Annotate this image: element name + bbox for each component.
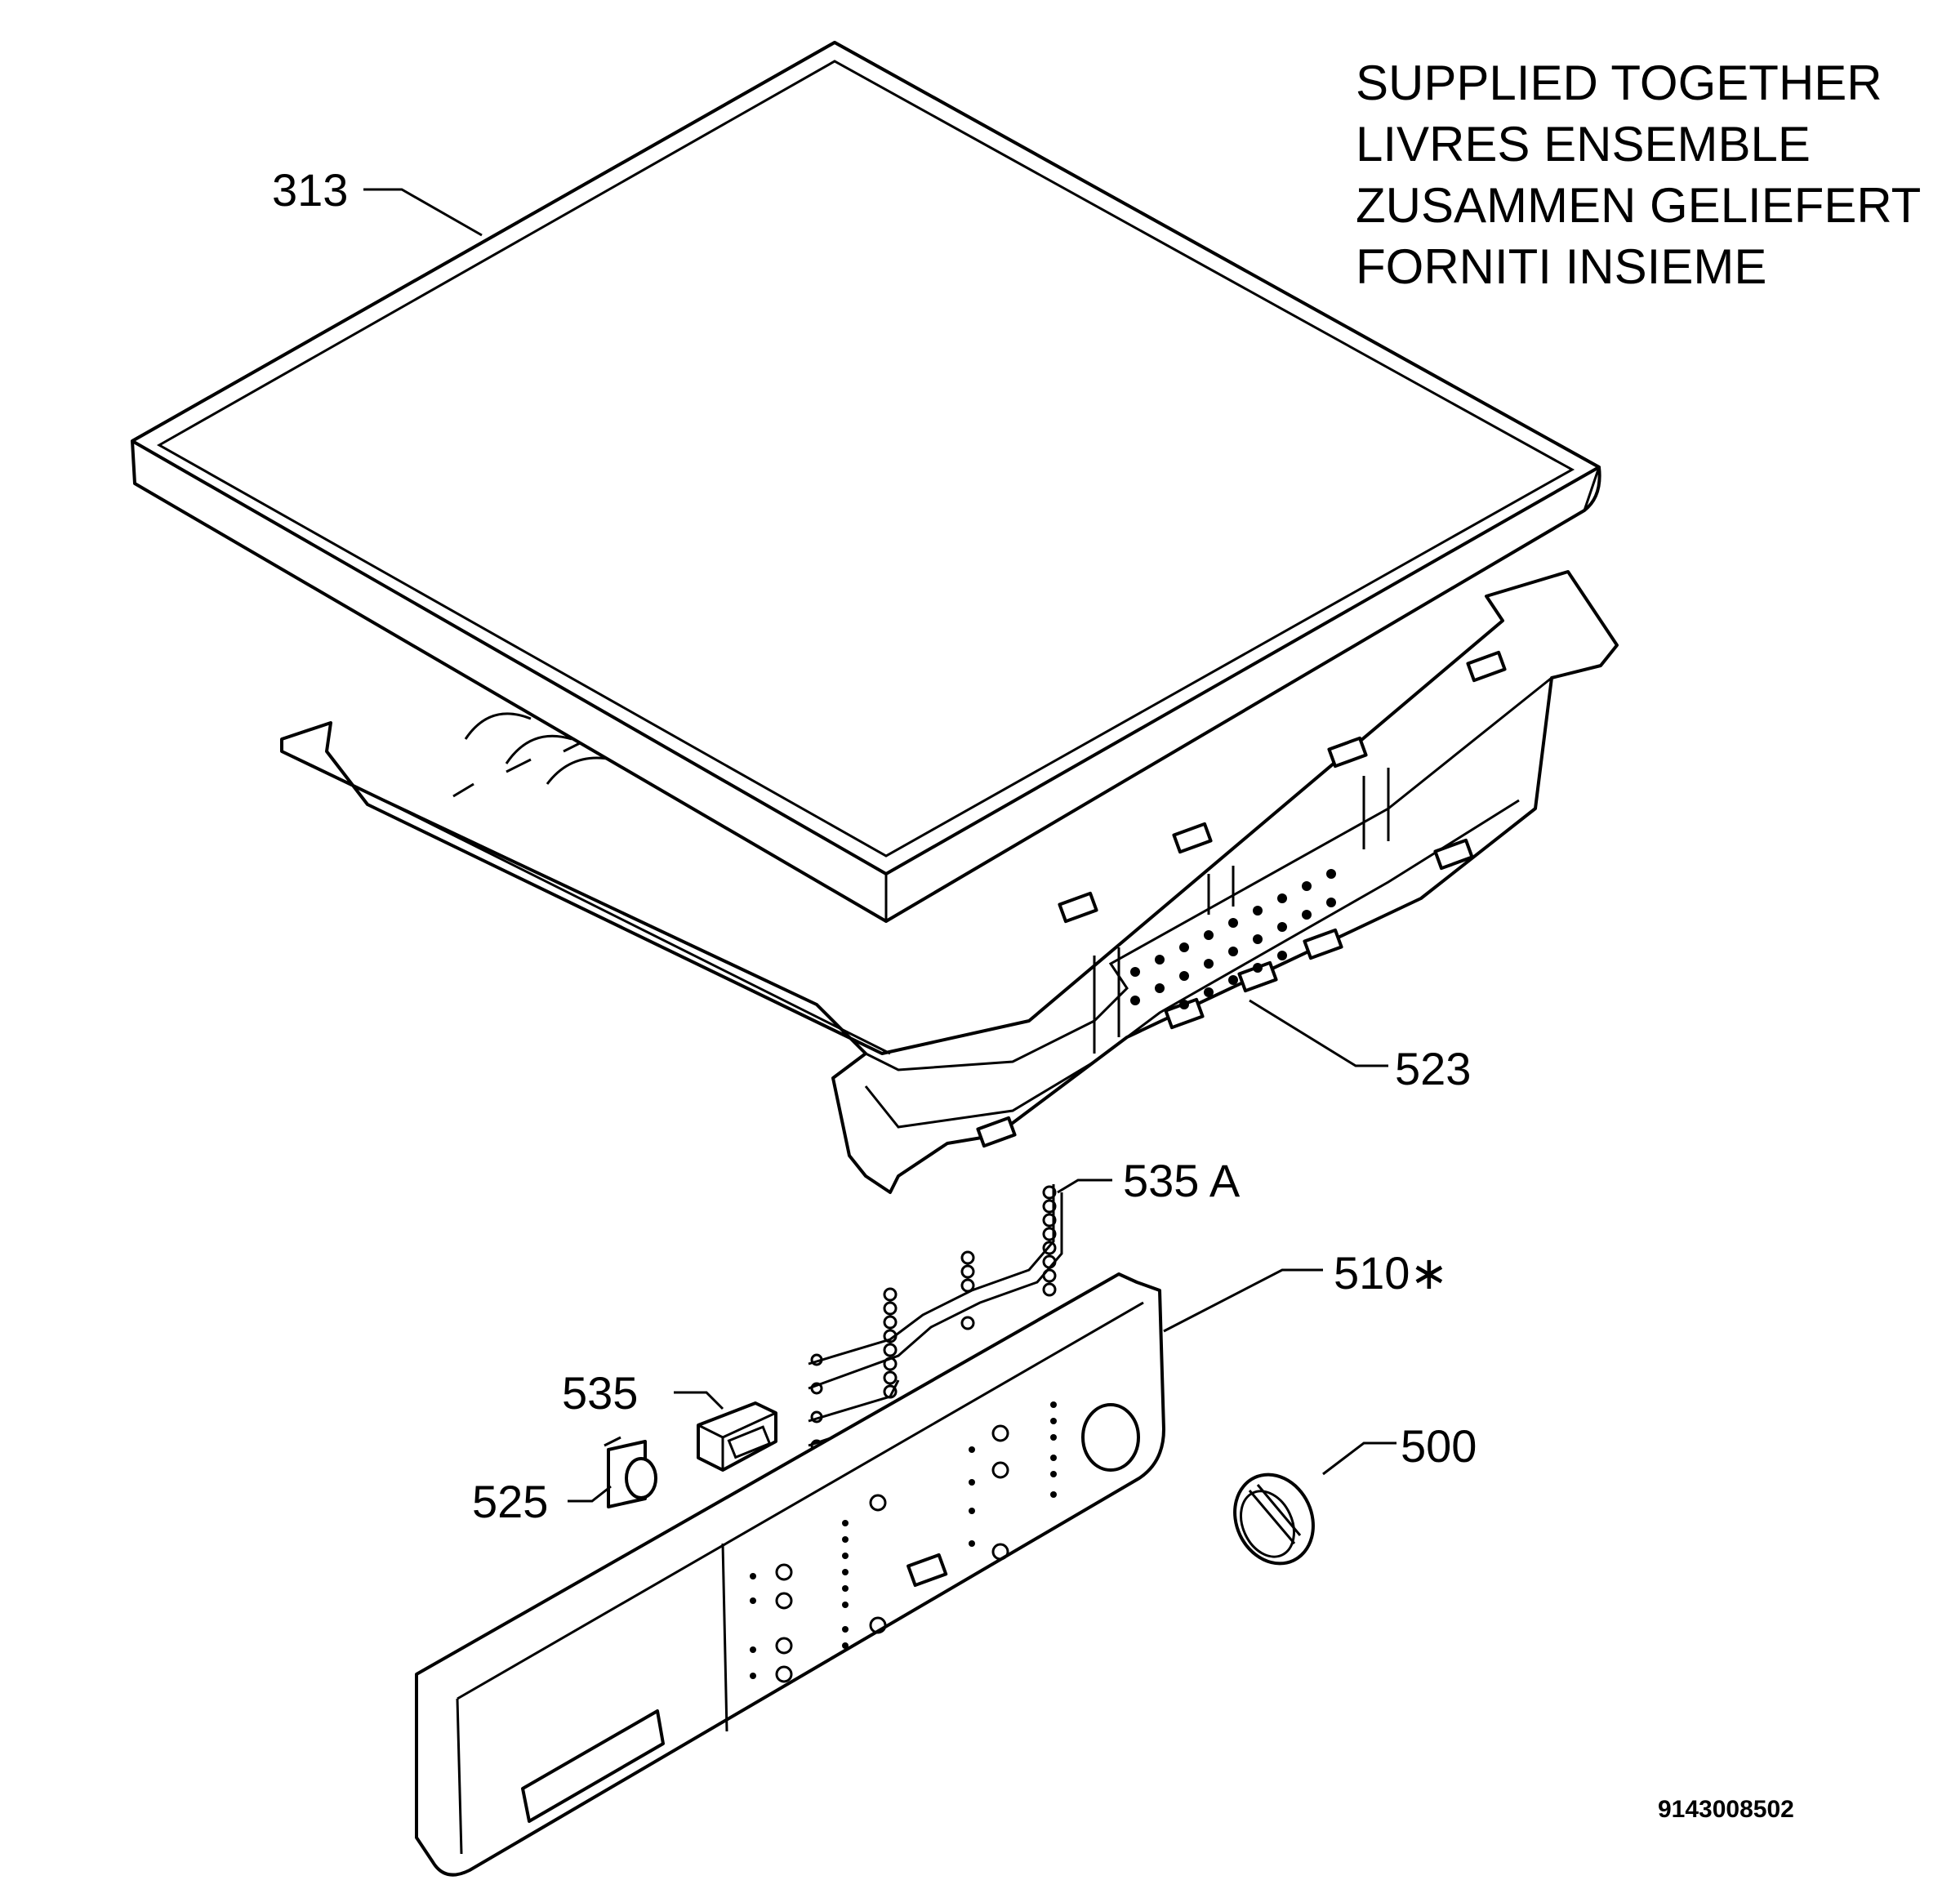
part-313-top-panel <box>131 41 1601 923</box>
part-500-knob <box>1233 1473 1315 1566</box>
part-510-control-panel-fascia <box>415 1272 1165 1877</box>
part-523-control-panel-support <box>280 570 1619 1194</box>
callout-523: 523 <box>1395 1043 1471 1094</box>
callout-510: 510∗ <box>1334 1247 1448 1299</box>
leader-500 <box>1322 1441 1396 1476</box>
part-525-switch <box>604 1436 657 1508</box>
callout-535: 535 <box>562 1367 638 1419</box>
note-line-de: ZUSAMMEN GELIEFERT <box>1356 178 1921 233</box>
leader-523 <box>1249 999 1388 1067</box>
leader-lines <box>363 188 1396 1503</box>
note-line-fr: LIVRES ENSEMBLE <box>1356 117 1811 172</box>
document-number: 9143008502 <box>1658 1796 1794 1823</box>
callout-500: 500 <box>1401 1420 1477 1472</box>
510-indicator-dots <box>750 1401 1057 1679</box>
supplied-together-note: SUPPLIED TOGETHER LIVRES ENSEMBLE ZUSAMM… <box>1356 56 1921 294</box>
leader-525 <box>568 1485 612 1503</box>
callout-labels: 313 523 535 A 510∗ 535 525 500 <box>272 164 1477 1527</box>
callout-525: 525 <box>472 1476 548 1527</box>
523-ventilation-holes <box>1130 869 1336 1009</box>
leader-535a <box>1057 1178 1112 1194</box>
part-535-display <box>697 1401 777 1472</box>
leader-510 <box>1163 1268 1323 1333</box>
510-button-holes <box>775 1424 1009 1683</box>
note-line-it: FORNITI INSIEME <box>1356 239 1766 294</box>
leader-535 <box>674 1391 724 1410</box>
note-line-en: SUPPLIED TOGETHER <box>1356 56 1882 110</box>
535a-connector-pins <box>810 1185 1057 1452</box>
callout-535a: 535 A <box>1123 1155 1241 1206</box>
leader-313 <box>363 188 483 237</box>
callout-313: 313 <box>272 164 348 216</box>
